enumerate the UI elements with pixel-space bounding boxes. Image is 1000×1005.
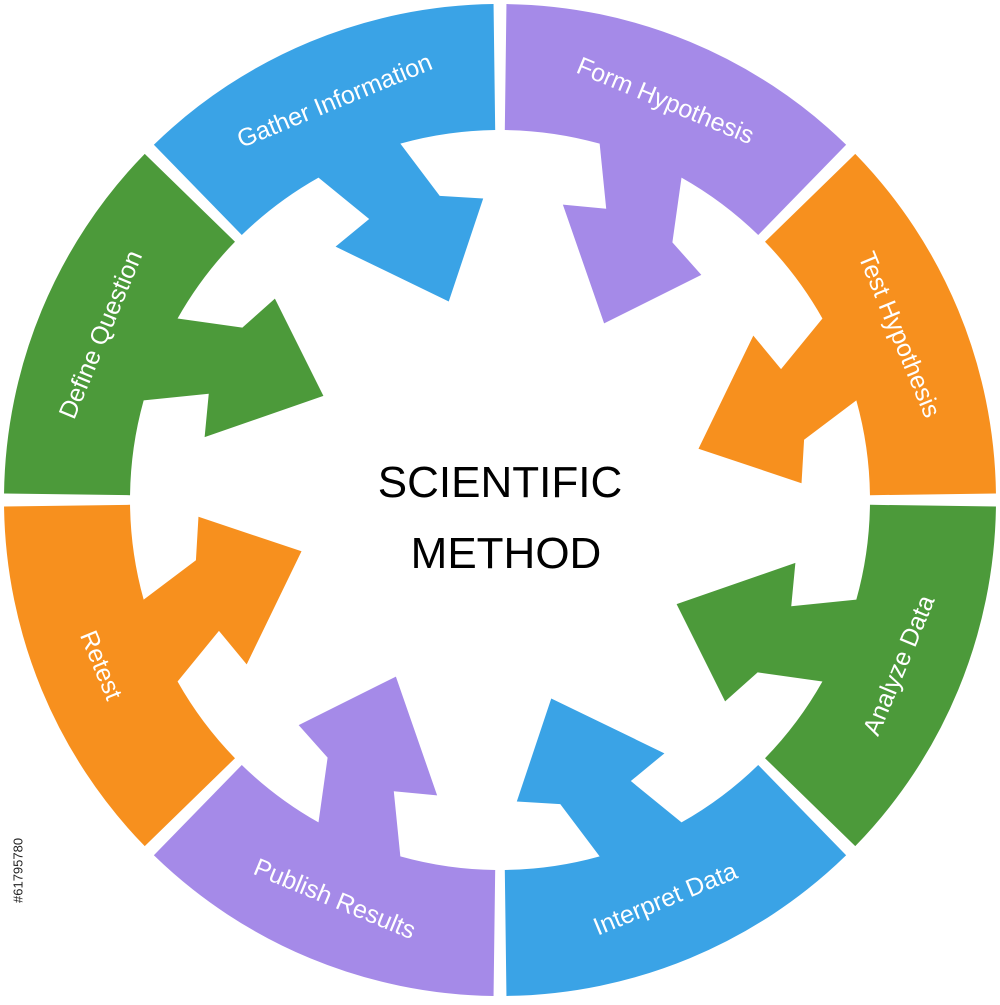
segment-4 <box>504 698 847 996</box>
segment-7 <box>4 153 324 496</box>
segments-layer <box>4 4 996 996</box>
stock-id-watermark: #61795780 <box>10 837 26 903</box>
segment-1 <box>504 4 847 324</box>
segment-3 <box>676 504 996 847</box>
center-title-line-2: METHOD <box>411 529 602 578</box>
segment-8 <box>153 4 496 302</box>
segment-2 <box>698 153 996 496</box>
center-title-line-1: SCIENTIFIC <box>378 458 622 507</box>
segment-6 <box>4 504 302 847</box>
segment-5 <box>153 676 496 996</box>
